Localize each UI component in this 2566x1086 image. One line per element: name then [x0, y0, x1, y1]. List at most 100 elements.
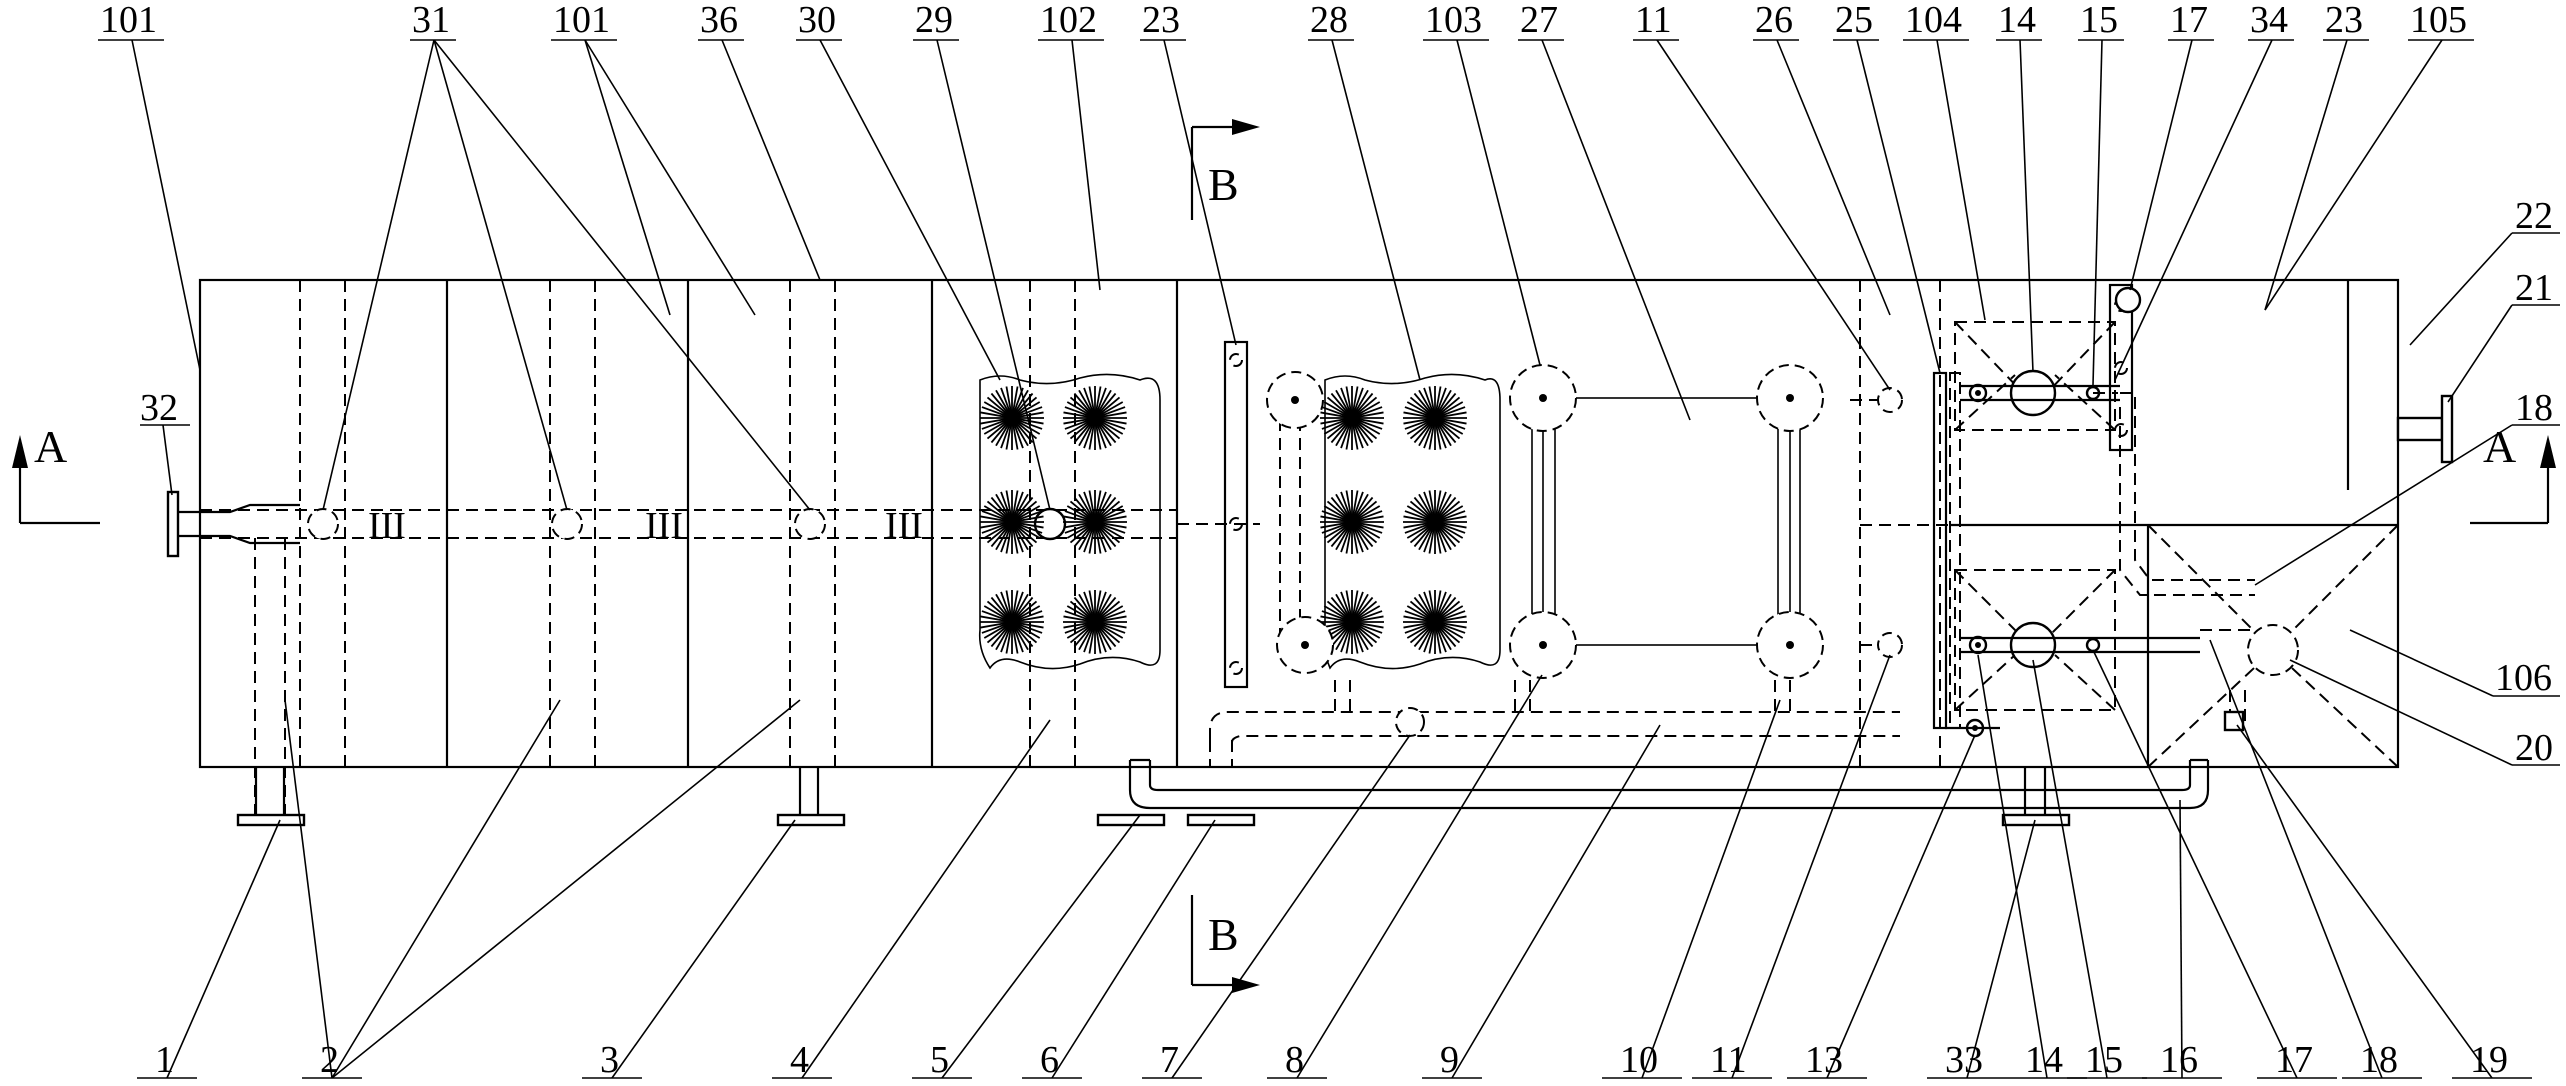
leader-line [584, 39, 671, 316]
support-feet [236, 767, 2071, 827]
section-a-right: A [2470, 421, 2556, 525]
leader-line [1171, 734, 1411, 1079]
top-label: 23 [1142, 0, 1180, 41]
leader-line [2264, 39, 2443, 311]
leader-line [433, 39, 811, 511]
leader-line [2092, 39, 2103, 386]
bottom-label: 15 [2085, 1039, 2123, 1081]
leader-line [284, 699, 333, 1079]
bottom-label: 8 [1285, 1039, 1304, 1081]
leader-line [1776, 39, 1891, 316]
pump-upper [1954, 321, 2120, 431]
section-a-left: A [12, 421, 100, 525]
top-label: 27 [1520, 0, 1558, 41]
aeration-frame [1279, 397, 1801, 646]
bottom-label: 1 [155, 1039, 174, 1081]
tank-body [198, 278, 2400, 769]
label-32: 32 [140, 387, 178, 429]
pipe-marks: III III III [368, 505, 923, 547]
brush [980, 386, 1044, 450]
leader-line [2092, 649, 2298, 1079]
brush [1403, 590, 1467, 654]
label-20: 20 [2515, 727, 2553, 769]
side-labels: 32 22 21 18 106 20 [140, 195, 2560, 769]
leader-line [331, 699, 561, 1079]
bottom-label: 16 [2160, 1039, 2198, 1081]
brush [1063, 490, 1127, 554]
section-a-right-label: A [2483, 421, 2516, 472]
collector-pipe [1209, 707, 1900, 767]
leader-line [166, 819, 281, 1079]
brush [980, 490, 1044, 554]
top-label: 23 [2325, 0, 2363, 41]
top-label: 15 [2080, 0, 2118, 41]
inlet-flange [166, 490, 180, 558]
leader-line [131, 39, 201, 371]
bottom-label: 11 [1710, 1039, 1747, 1081]
section-a-left-label: A [34, 421, 67, 472]
bottom-label: 17 [2275, 1039, 2313, 1081]
pipe-mark: III [645, 505, 683, 547]
brush [980, 590, 1044, 654]
bottom-label: 6 [1040, 1039, 1059, 1081]
pipe-mark: III [885, 505, 923, 547]
leader-line [2236, 724, 2493, 1079]
bottom-label: 7 [1160, 1039, 1179, 1081]
pipe-ports [307, 507, 1067, 541]
dashed-baffles [299, 280, 1950, 767]
leader-line [819, 39, 1001, 381]
leader-line [2264, 39, 2348, 311]
plate-23-left [1223, 340, 1249, 689]
leader-line [1451, 724, 1661, 1079]
leader-line [1641, 699, 1781, 1079]
leader-line [1071, 39, 1101, 291]
brush-groups [980, 386, 1467, 654]
section-b-bottom: B [1190, 895, 1260, 993]
vertical-pipe-25 [1932, 371, 1961, 730]
top-label: 36 [700, 0, 738, 41]
leader-lines [98, 39, 2532, 1079]
label-22: 22 [2515, 195, 2553, 237]
bottom-label: 2 [320, 1039, 339, 1081]
top-label: 17 [2170, 0, 2208, 41]
section-b-top-label: B [1208, 159, 1239, 210]
mesh-block-right [1323, 373, 1501, 670]
leader-line [1331, 39, 1421, 381]
leader-line [433, 39, 568, 511]
leader-line [584, 39, 756, 316]
top-label: 31 [412, 0, 450, 41]
top-label: 30 [798, 0, 836, 41]
top-label: 26 [1755, 0, 1793, 41]
leader-line [1163, 39, 1237, 346]
leader-line [1936, 39, 1986, 321]
bottom-label: 3 [600, 1039, 619, 1081]
leader-line [331, 699, 801, 1079]
bottom-label: 13 [1805, 1039, 1843, 1081]
leader-line [2209, 639, 2383, 1079]
top-label: 101 [553, 0, 610, 41]
leader-line [1541, 39, 1691, 421]
label-106: 106 [2495, 657, 2552, 699]
top-label: 105 [2410, 0, 2467, 41]
bottom-label: 14 [2025, 1039, 2063, 1081]
leader-line [2129, 39, 2193, 291]
bottom-label: 33 [1945, 1039, 1983, 1081]
bottom-label: 5 [930, 1039, 949, 1081]
leader-line [2032, 659, 2108, 1079]
top-label: 29 [915, 0, 953, 41]
pipe-mark: III [368, 505, 406, 547]
brush [1403, 490, 1467, 554]
top-label: 11 [1635, 0, 1672, 41]
leader-line [1656, 39, 1891, 391]
leader-line [1977, 654, 2048, 1079]
pipe-16-17 [2108, 392, 2255, 631]
top-label: 102 [1040, 0, 1097, 41]
bottom-label: 9 [1440, 1039, 1459, 1081]
brush [1063, 386, 1127, 450]
leader-line [611, 819, 796, 1079]
section-b-top: B [1190, 119, 1260, 220]
leader-line [1966, 819, 2036, 1079]
leader-line [2179, 799, 2183, 1079]
top-label: 103 [1425, 0, 1482, 41]
